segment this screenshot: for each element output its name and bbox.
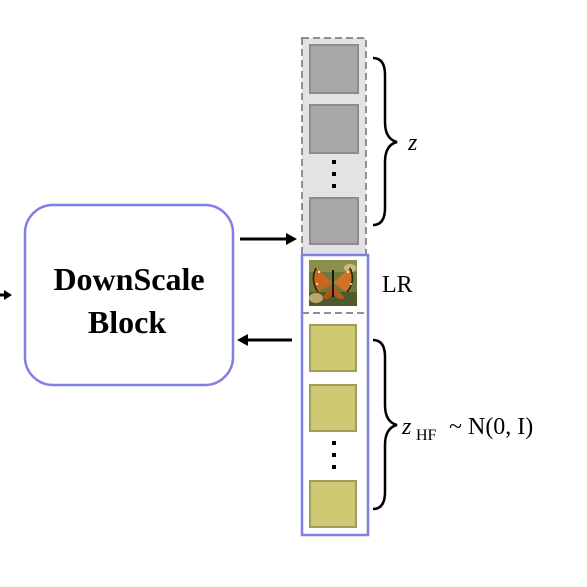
zhf-ellipsis bbox=[332, 441, 336, 469]
zhf-label-main: z bbox=[401, 414, 412, 440]
zhf-label: z HF ~ N(0, I) bbox=[401, 414, 533, 444]
z-curly-brace bbox=[372, 56, 398, 227]
downscale-block-title-line2: Block bbox=[88, 304, 166, 340]
z-label: z bbox=[407, 130, 418, 156]
zhf-label-distribution: ~ N(0, I) bbox=[443, 414, 533, 440]
z-square-3 bbox=[309, 197, 359, 245]
lr-label: LR bbox=[382, 272, 413, 298]
z-square-2 bbox=[309, 104, 359, 154]
downscale-block-title-line1: DownScale bbox=[53, 261, 204, 297]
zhf-curly-brace bbox=[372, 338, 398, 511]
zhf-label-sub: HF bbox=[416, 427, 437, 444]
incoming-arrow bbox=[0, 290, 12, 300]
zhf-square-1 bbox=[309, 324, 357, 372]
downscale-block: DownScale Block bbox=[23, 203, 235, 387]
zhf-square-2 bbox=[309, 384, 357, 432]
arrow-to-z bbox=[240, 233, 297, 245]
downscale-block-box bbox=[23, 203, 235, 387]
z-ellipsis bbox=[332, 160, 336, 188]
arrow-to-block bbox=[237, 334, 292, 346]
z-square-1 bbox=[309, 44, 359, 94]
zhf-square-3 bbox=[309, 480, 357, 528]
butterfly-image-icon bbox=[309, 260, 357, 306]
